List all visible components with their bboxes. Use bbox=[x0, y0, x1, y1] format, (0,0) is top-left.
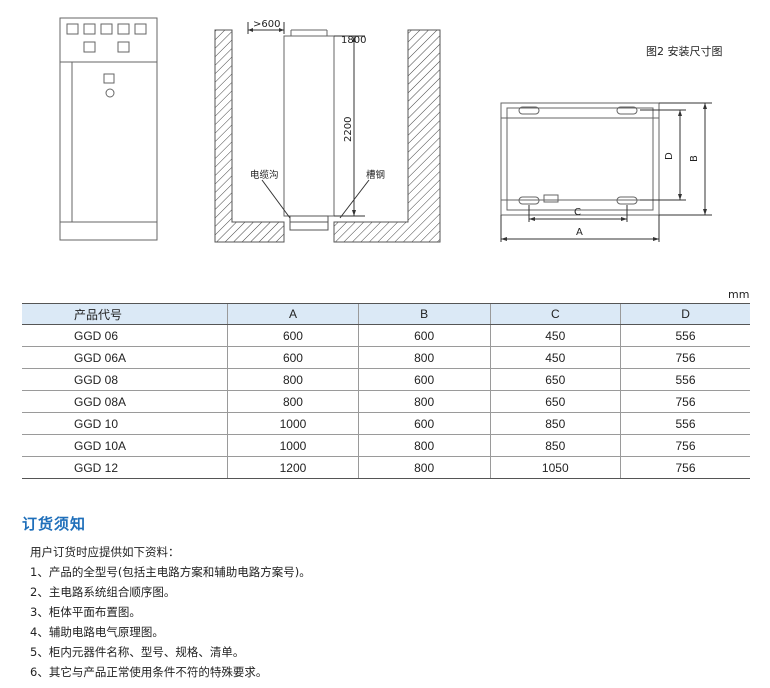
table-row: GGD 10A 1000 800 850 756 bbox=[22, 434, 750, 457]
channel-steel-label: 槽钢 bbox=[366, 169, 385, 181]
cell-c: 850 bbox=[489, 434, 621, 457]
cabinet-front-view bbox=[59, 17, 158, 241]
top-dim-label: 1800 bbox=[341, 35, 366, 46]
cell-code: GGD 10A bbox=[22, 434, 228, 457]
table-row: GGD 12 1200 800 1050 756 bbox=[22, 456, 750, 479]
cell-d: 756 bbox=[620, 390, 750, 413]
table-row: GGD 06A 600 800 450 756 bbox=[22, 346, 750, 369]
clearance-label: >600 bbox=[253, 19, 280, 30]
cell-a: 800 bbox=[227, 368, 359, 391]
cell-a: 1000 bbox=[227, 412, 359, 435]
figure-caption: 图2 安装尺寸图 bbox=[646, 44, 723, 58]
height-dim-label: 2200 bbox=[343, 117, 354, 142]
cell-b: 800 bbox=[357, 434, 490, 457]
cell-c: 1050 bbox=[489, 456, 621, 479]
header-d: D bbox=[620, 303, 750, 325]
cable-trench-label: 电缆沟 bbox=[250, 169, 279, 181]
dimension-table: 产品代号 A B C D GGD 06 600 600 450 556 GGD … bbox=[22, 303, 750, 479]
dim-a-label: A bbox=[576, 227, 583, 238]
cell-d: 756 bbox=[620, 346, 750, 369]
cell-c: 850 bbox=[489, 412, 621, 435]
list-item: 3、柜体平面布置图。 bbox=[30, 605, 141, 619]
dim-b-label: B bbox=[689, 155, 700, 162]
cell-d: 756 bbox=[620, 434, 750, 457]
cell-b: 800 bbox=[357, 390, 490, 413]
cell-code: GGD 12 bbox=[22, 456, 228, 479]
cell-code: GGD 08A bbox=[22, 390, 228, 413]
list-item: 4、辅助电路电气原理图。 bbox=[30, 625, 164, 639]
trench-side-view bbox=[214, 22, 441, 243]
list-item: 6、其它与产品正常使用条件不符的特殊要求。 bbox=[30, 665, 268, 679]
cell-a: 600 bbox=[227, 346, 359, 369]
cell-c: 650 bbox=[489, 390, 621, 413]
table-row: GGD 08A 800 800 650 756 bbox=[22, 390, 750, 413]
order-notes-list: 用户订货时应提供如下资料： 1、产品的全型号(包括主电路方案和辅助电路方案号)。… bbox=[30, 542, 311, 682]
table-row: GGD 10 1000 600 850 556 bbox=[22, 412, 750, 435]
cell-c: 450 bbox=[489, 346, 621, 369]
table-header-row: 产品代号 A B C D bbox=[22, 303, 750, 325]
cell-code: GGD 08 bbox=[22, 368, 228, 391]
header-b: B bbox=[357, 303, 490, 325]
header-a: A bbox=[227, 303, 359, 325]
table-row: GGD 08 800 600 650 556 bbox=[22, 368, 750, 391]
cell-b: 600 bbox=[357, 324, 490, 347]
cell-a: 1000 bbox=[227, 434, 359, 457]
cell-a: 600 bbox=[227, 324, 359, 347]
cell-a: 800 bbox=[227, 390, 359, 413]
cell-b: 600 bbox=[357, 412, 490, 435]
cell-d: 756 bbox=[620, 456, 750, 479]
cell-c: 450 bbox=[489, 324, 621, 347]
cell-code: GGD 10 bbox=[22, 412, 228, 435]
cell-a: 1200 bbox=[227, 456, 359, 479]
dim-d-label: D bbox=[664, 152, 675, 160]
dim-c-label: C bbox=[574, 207, 581, 218]
cell-b: 600 bbox=[357, 368, 490, 391]
unit-label: mm bbox=[728, 288, 750, 301]
installation-drawing: >600 1800 2200 电缆沟 槽钢 图2 安装尺寸图 bbox=[59, 17, 723, 243]
list-item: 2、主电路系统组合顺序图。 bbox=[30, 585, 176, 599]
list-item: 1、产品的全型号(包括主电路方案和辅助电路方案号)。 bbox=[30, 565, 311, 579]
cell-d: 556 bbox=[620, 412, 750, 435]
cell-b: 800 bbox=[357, 346, 490, 369]
cell-d: 556 bbox=[620, 324, 750, 347]
order-notes-intro: 用户订货时应提供如下资料： bbox=[30, 545, 180, 559]
table-row: GGD 06 600 600 450 556 bbox=[22, 324, 750, 347]
order-notes-title: 订货须知 bbox=[22, 515, 87, 533]
cell-c: 650 bbox=[489, 368, 621, 391]
cell-code: GGD 06 bbox=[22, 324, 228, 347]
cell-d: 556 bbox=[620, 368, 750, 391]
cell-code: GGD 06A bbox=[22, 346, 228, 369]
base-plan-view bbox=[500, 102, 660, 216]
cell-b: 800 bbox=[357, 456, 490, 479]
header-code: 产品代号 bbox=[22, 303, 228, 325]
header-c: C bbox=[489, 303, 621, 325]
list-item: 5、柜内元器件名称、型号、规格、清单。 bbox=[30, 645, 245, 659]
